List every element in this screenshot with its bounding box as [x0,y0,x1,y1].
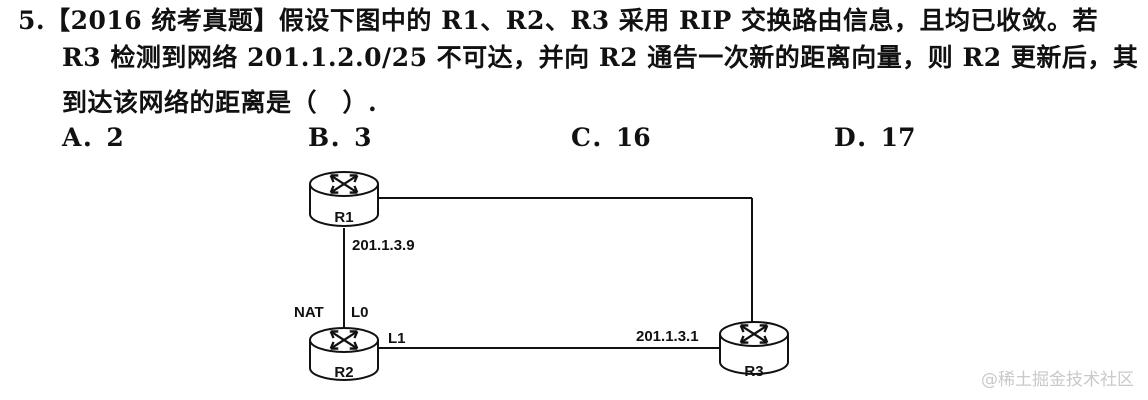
router-r2: R2 [309,327,379,381]
ip-r3-label: 201.1.3.1 [636,328,699,345]
l0-label: L0 [351,304,369,321]
watermark: @稀土掘金技术社区 [981,370,1134,390]
question-line-1: 5.【2016 统考真题】假设下图中的 R1、R2、R3 采用 RIP 交换路由… [18,6,1098,35]
router-r1-label: R1 [334,209,353,226]
nat-label: NAT [294,304,324,321]
router-r3: R3 [719,321,789,380]
router-r2-label: R2 [334,364,353,381]
option-b: B．3 [308,123,372,152]
option-a: A．2 [62,123,124,152]
ip-r1-label: 201.1.3.9 [352,237,415,254]
router-r1: R1 [309,171,379,227]
option-c: C．16 [571,123,651,152]
l1-label: L1 [388,330,406,347]
option-d: D．17 [834,123,916,152]
question-line-3: 到达该网络的距离是（ ）. [62,88,378,117]
question-line-2: R3 检测到网络 201.1.2.0/25 不可达，并向 R2 通告一次新的距离… [62,43,1139,72]
router-r3-label: R3 [744,363,763,380]
